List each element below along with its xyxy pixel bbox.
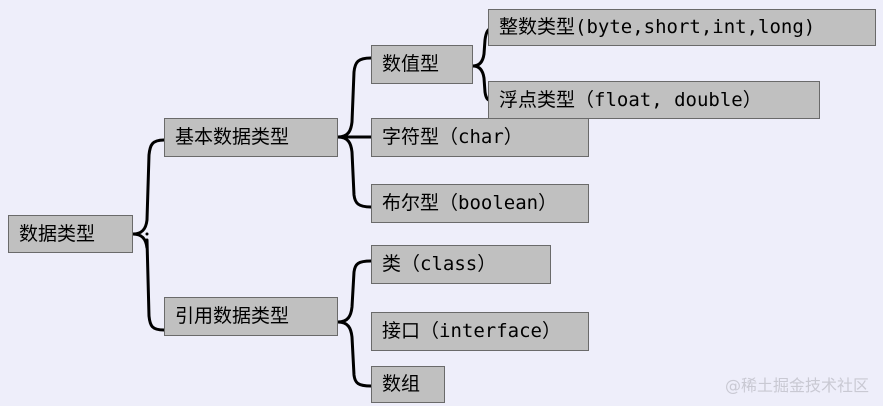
- node-data-type: 数据类型: [8, 215, 133, 253]
- node-array-type: 数组: [371, 366, 445, 403]
- brace-reference: [336, 259, 373, 388]
- node-interface-type: 接口（interface）: [371, 312, 589, 351]
- node-boolean-type: 布尔型（boolean）: [371, 184, 589, 223]
- node-basic-data-type: 基本数据类型: [164, 118, 338, 157]
- brace-basic: [336, 56, 373, 209]
- brace-root: [131, 138, 166, 332]
- node-reference-data-type: 引用数据类型: [164, 297, 338, 336]
- node-integer-type: 整数类型(byte,short,int,long): [488, 9, 876, 46]
- node-class-type: 类（class）: [371, 245, 551, 284]
- node-floating-type: 浮点类型（float, double）: [488, 81, 820, 119]
- watermark: @稀土掘金技术社区: [724, 376, 869, 395]
- node-char-type: 字符型（char）: [371, 118, 589, 157]
- node-numeric-type: 数值型: [371, 45, 473, 84]
